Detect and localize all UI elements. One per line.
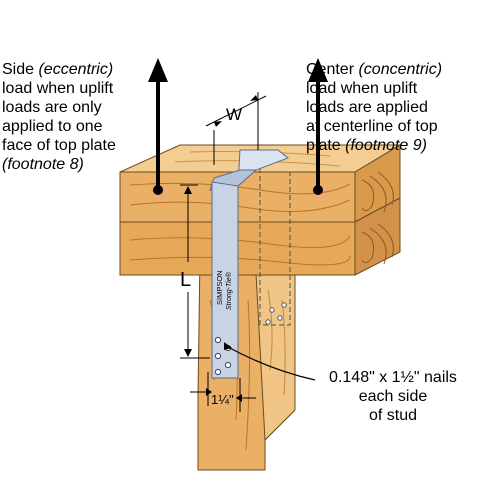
side-note-line5: face of top plate [2,137,116,154]
dimension-l: L [180,184,210,359]
side-note-line6: (footnote 8) [2,156,84,173]
side-note-line4: applied to one [2,118,103,135]
side-note-line2: load when uplift [2,80,114,97]
side-load-note: Side (eccentric) load when uplift loads … [2,60,172,174]
side-note-line1-em: (eccentric) [38,61,114,78]
brand-text-1: SIMPSON [215,270,224,305]
nails-note-line2: each side [358,388,428,405]
strap-tie: SIMPSON Strong-Tie® [209,149,289,379]
center-note-line1-em: (concentric) [358,61,443,78]
brand-text-2: Strong-Tie® [225,271,233,310]
hidden-strap-dashed [259,160,291,326]
center-load-note: Center (concentric) load when uplift loa… [306,60,500,155]
side-note-line1: Side [2,61,39,78]
dimension-quarter-label: 1¼" [211,392,234,407]
center-note-line5: plate [306,137,346,154]
center-note-line5-em: (footnote 9) [345,137,427,154]
nail-leader [224,342,316,381]
center-note-line1: Center [306,61,359,78]
dimension-w-label: W [226,105,242,124]
nails-note: 0.148" x 1½" nails each side of stud [318,368,468,425]
side-note-line3: loads are only [2,99,102,116]
center-note-line4: at centerline of top [306,118,438,135]
center-note-line3: loads are applied [306,99,428,116]
dimension-quarter: 1¼" [190,372,256,412]
nails-note-line3: of stud [368,407,418,424]
dimension-l-label: L [180,269,191,291]
center-uplift-arrow [308,58,328,195]
nails-note-line1: 0.148" x 1½" nails [329,369,457,386]
dimension-w: W [205,92,267,165]
side-uplift-arrow [148,58,168,195]
center-note-line2: load when uplift [306,80,418,97]
